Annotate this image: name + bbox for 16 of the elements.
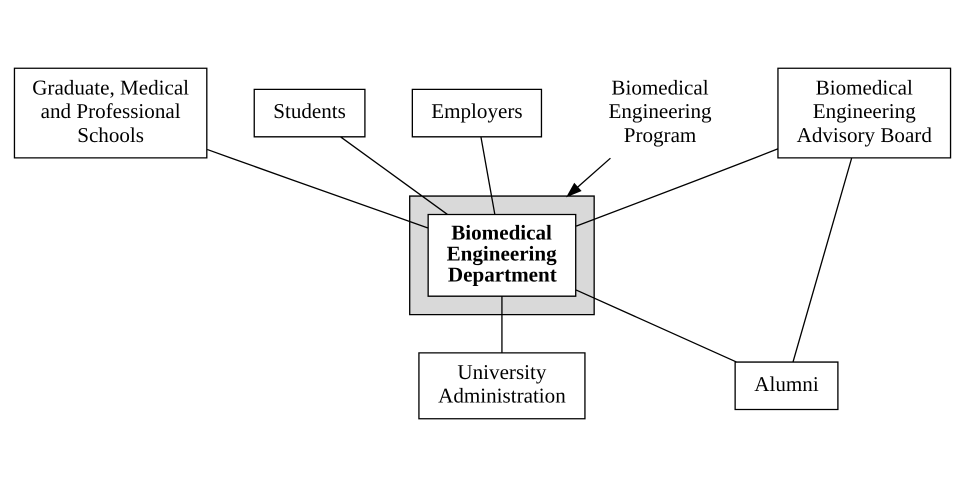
node-box: Alumni (734, 360, 838, 410)
arrow (566, 157, 610, 197)
node-box: Students (253, 88, 366, 137)
connector (792, 158, 852, 362)
connector (480, 136, 495, 214)
node-box: Biomedical Engineering Department (426, 213, 576, 296)
connector (575, 288, 736, 362)
node-box: Employers (411, 88, 542, 137)
node-box: Graduate, Medical and Professional Schools (13, 67, 207, 158)
node-text: Biomedical Engineering Program (608, 74, 712, 146)
cluster (408, 194, 594, 315)
connector (206, 148, 428, 228)
node-box: Biomedical Engineering Advisory Board (776, 67, 951, 158)
connector (500, 296, 502, 352)
node-box: University Administration (418, 352, 586, 419)
connector (575, 148, 778, 226)
